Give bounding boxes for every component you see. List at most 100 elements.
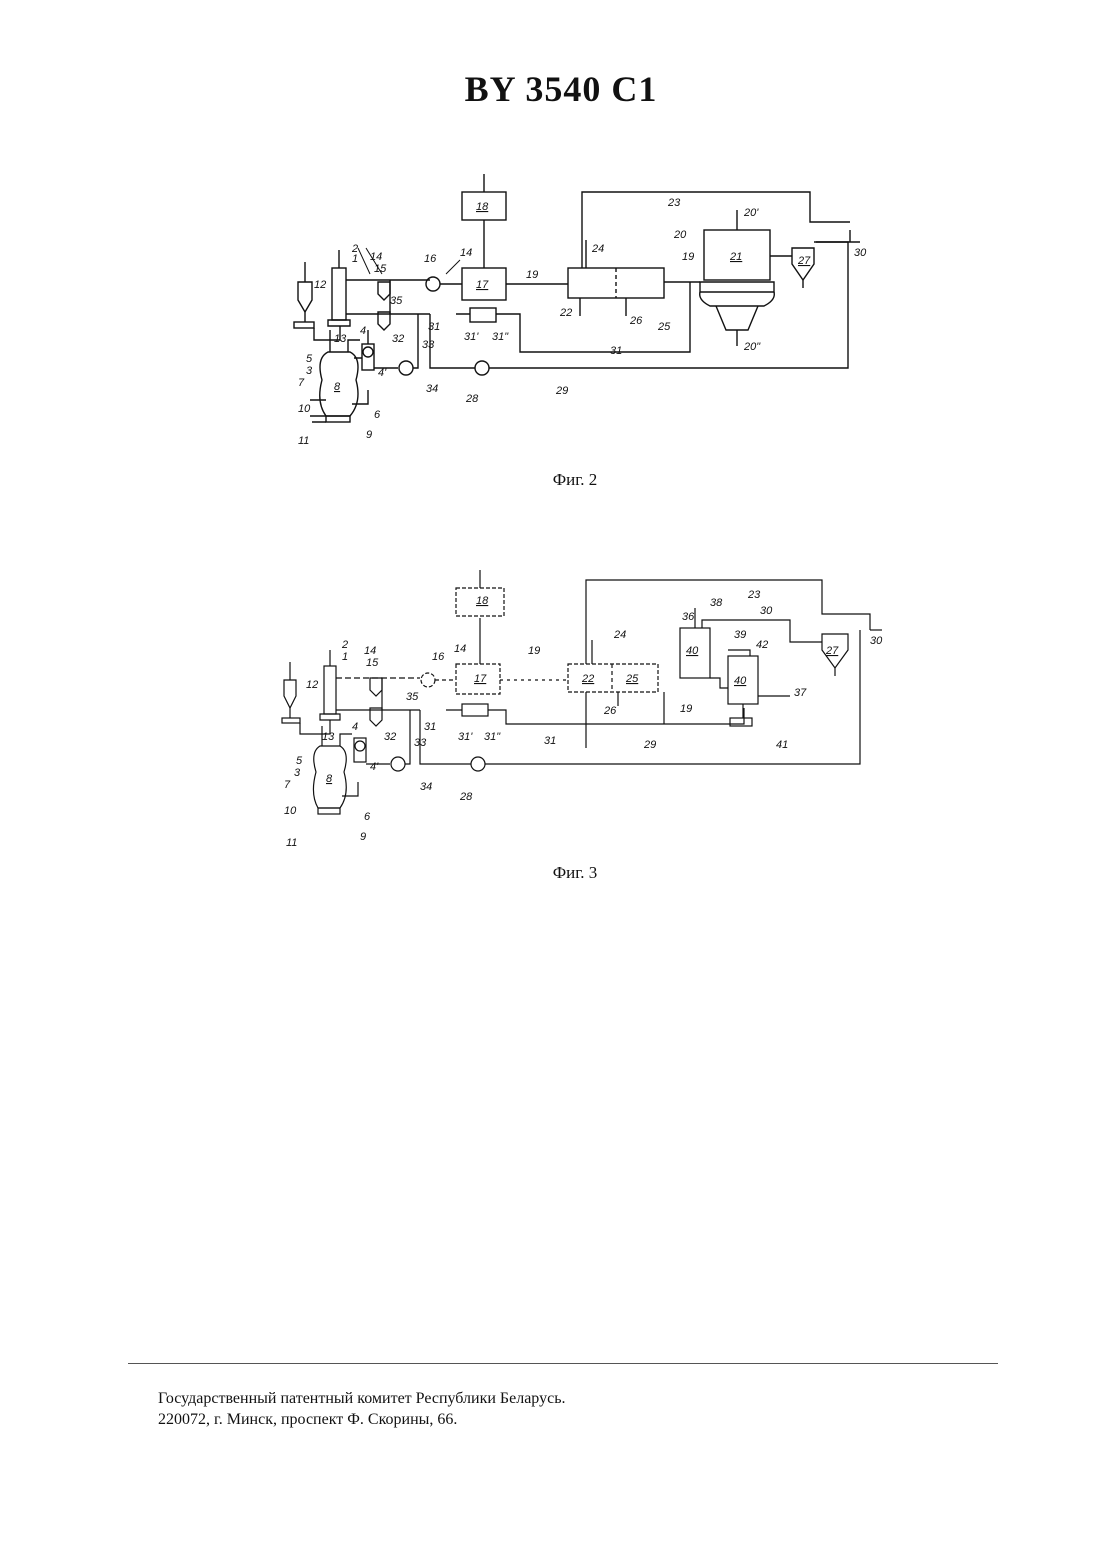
label-23: 23 [667, 197, 681, 209]
label-14: 14 [364, 645, 376, 657]
figure-3-labels: 2 1 14 15 12 35 16 14 17 18 19 22 25 24 … [284, 589, 883, 849]
figure-2-caption: Фиг. 2 [0, 470, 1100, 490]
label-6: 6 [374, 409, 381, 421]
label-27: 27 [825, 645, 839, 657]
label-40: 40 [686, 645, 699, 657]
label-12: 12 [314, 279, 326, 291]
footer-divider [128, 1363, 998, 1364]
label-14b: 14 [460, 247, 472, 259]
label-13: 13 [334, 333, 347, 345]
label-37: 37 [794, 687, 807, 699]
label-9: 9 [360, 831, 366, 843]
label-27: 27 [797, 255, 811, 267]
label-24: 24 [613, 629, 626, 641]
label-31b: 31 [610, 345, 622, 357]
label-15: 15 [374, 263, 387, 275]
label-41: 41 [776, 739, 788, 751]
label-8: 8 [326, 773, 333, 785]
label-3: 3 [306, 365, 313, 377]
label-5: 5 [296, 755, 303, 767]
label-19: 19 [526, 269, 538, 281]
label-4: 4 [360, 325, 366, 337]
label-30: 30 [760, 605, 773, 617]
document-title: BY 3540 C1 [0, 68, 1100, 110]
label-19b: 19 [682, 251, 694, 263]
label-33: 33 [422, 339, 435, 351]
label-4-prime: 4' [378, 367, 387, 379]
label-28: 28 [465, 393, 479, 405]
label-15: 15 [366, 657, 379, 669]
label-4-prime: 4' [370, 761, 379, 773]
label-30: 30 [854, 247, 867, 259]
label-17: 17 [474, 673, 487, 685]
label-22: 22 [581, 673, 594, 685]
label-1: 1 [342, 651, 348, 663]
label-32: 32 [384, 731, 396, 743]
label-23: 23 [747, 589, 761, 601]
label-4: 4 [352, 721, 358, 733]
label-40b: 40 [734, 675, 747, 687]
label-26: 26 [603, 705, 617, 717]
figure-3-diagram: 2 1 14 15 12 35 16 14 17 18 19 22 25 24 … [270, 568, 910, 853]
label-28: 28 [459, 791, 473, 803]
label-29: 29 [555, 385, 568, 397]
label-8: 8 [334, 381, 341, 393]
label-11: 11 [298, 435, 309, 447]
label-30b: 30 [870, 635, 883, 647]
footer-line-1: Государственный патентный комитет Респуб… [158, 1388, 566, 1409]
label-31: 31 [428, 321, 440, 333]
label-32: 32 [392, 333, 404, 345]
label-34: 34 [426, 383, 438, 395]
label-20-prime: 20' [743, 207, 759, 219]
label-7: 7 [284, 779, 291, 791]
label-19b: 19 [680, 703, 692, 715]
label-31b: 31 [544, 735, 556, 747]
label-22: 22 [559, 307, 572, 319]
label-31-double-prime: 31" [492, 331, 509, 343]
label-2: 2 [341, 639, 348, 651]
label-14: 14 [370, 251, 382, 263]
label-13: 13 [322, 731, 335, 743]
label-14b: 14 [454, 643, 466, 655]
label-33: 33 [414, 737, 427, 749]
label-3: 3 [294, 767, 301, 779]
label-25: 25 [625, 673, 639, 685]
label-35: 35 [390, 295, 403, 307]
label-10: 10 [284, 805, 297, 817]
label-5: 5 [306, 353, 313, 365]
label-16: 16 [424, 253, 437, 265]
footer: Государственный патентный комитет Респуб… [158, 1388, 566, 1430]
label-36: 36 [682, 611, 695, 623]
label-9: 9 [366, 429, 372, 441]
footer-line-2: 220072, г. Минск, проспект Ф. Скорины, 6… [158, 1409, 566, 1430]
label-31-prime: 31' [464, 331, 479, 343]
label-42: 42 [756, 639, 768, 651]
label-20: 20 [673, 229, 687, 241]
label-31-prime: 31' [458, 731, 473, 743]
label-1: 1 [352, 253, 358, 265]
label-19: 19 [528, 645, 540, 657]
label-21: 21 [729, 251, 742, 263]
label-20-double-prime: 20" [743, 341, 761, 353]
label-17: 17 [476, 279, 489, 291]
label-26: 26 [629, 315, 643, 327]
label-6: 6 [364, 811, 371, 823]
label-31-double-prime: 31" [484, 731, 501, 743]
figure-2-diagram: 2 1 14 15 12 35 16 14 17 18 19 23 24 19 … [270, 170, 910, 460]
label-24: 24 [591, 243, 604, 255]
label-10: 10 [298, 403, 311, 415]
label-7: 7 [298, 377, 305, 389]
label-11: 11 [286, 837, 297, 849]
label-31: 31 [424, 721, 436, 733]
label-25: 25 [657, 321, 671, 333]
label-35: 35 [406, 691, 419, 703]
figure-3-caption: Фиг. 3 [0, 863, 1100, 883]
label-29: 29 [643, 739, 656, 751]
label-18: 18 [476, 201, 489, 213]
label-16: 16 [432, 651, 445, 663]
label-18: 18 [476, 595, 489, 607]
label-39: 39 [734, 629, 746, 641]
label-12: 12 [306, 679, 318, 691]
label-34: 34 [420, 781, 432, 793]
label-38: 38 [710, 597, 723, 609]
